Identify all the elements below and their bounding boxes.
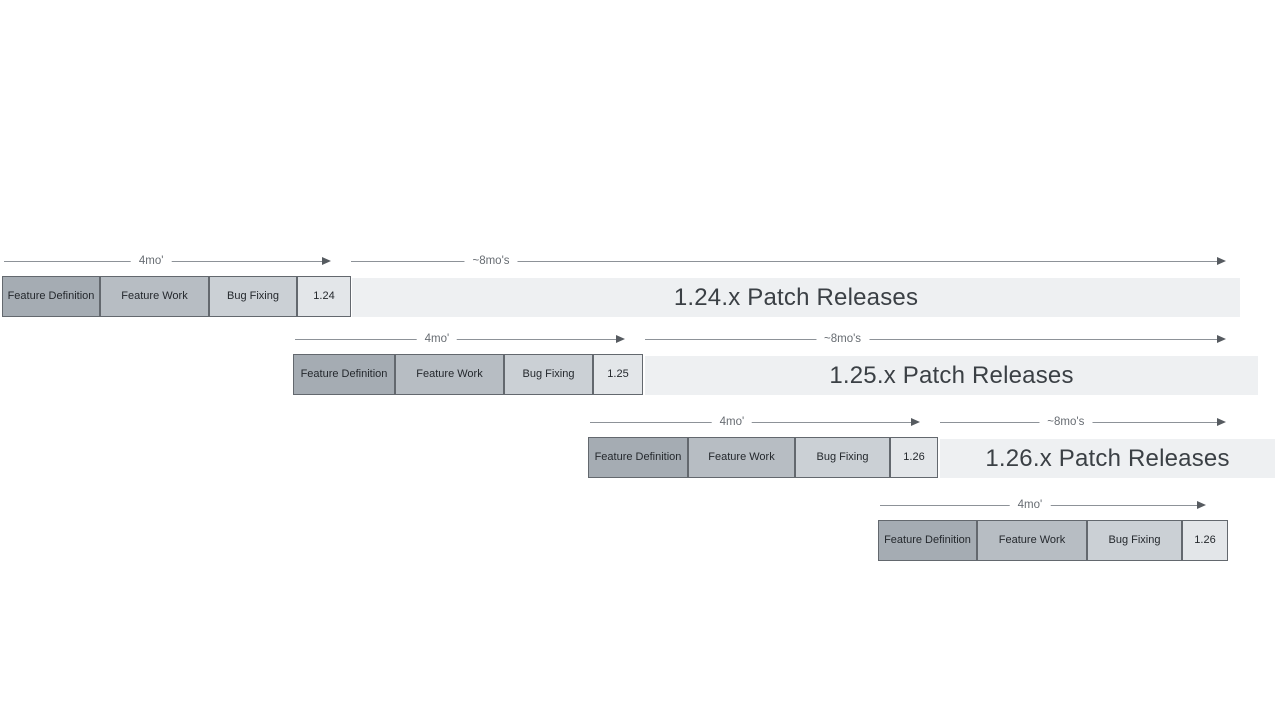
phase-box-feature-definition: Feature Definition bbox=[293, 354, 395, 395]
arrowhead-icon bbox=[911, 418, 920, 426]
patch-releases-label: 1.26.x Patch Releases bbox=[985, 444, 1230, 472]
dev-duration-arrow: 4mo' bbox=[295, 333, 625, 346]
phase-box-bug-fixing: Bug Fixing bbox=[209, 276, 297, 317]
phase-box-feature-work: Feature Work bbox=[977, 520, 1087, 561]
phase-box-feature-definition: Feature Definition bbox=[878, 520, 977, 561]
phase-box-feature-work: Feature Work bbox=[100, 276, 209, 317]
arrow-line bbox=[645, 339, 1221, 340]
phase-label: Feature Work bbox=[998, 533, 1066, 546]
arrowhead-icon bbox=[616, 335, 625, 343]
phase-box-feature-definition: Feature Definition bbox=[588, 437, 688, 478]
version-label: 1.25 bbox=[607, 367, 629, 380]
phase-label: Feature Definition bbox=[300, 367, 388, 380]
arrow-line bbox=[590, 422, 915, 423]
phase-label: Bug Fixing bbox=[1108, 533, 1161, 546]
dev-duration-arrow: 4mo' bbox=[590, 416, 920, 429]
dev-duration-label: 4mo' bbox=[1009, 499, 1051, 511]
patch-releases-bar: 1.25.x Patch Releases bbox=[645, 356, 1258, 395]
version-box: 1.25 bbox=[593, 354, 643, 395]
dev-duration-arrow: 4mo' bbox=[880, 499, 1206, 512]
arrowhead-icon bbox=[1197, 501, 1206, 509]
phase-box-bug-fixing: Bug Fixing bbox=[504, 354, 593, 395]
arrowhead-icon bbox=[1217, 418, 1226, 426]
phase-label: Feature Definition bbox=[884, 533, 971, 546]
patch-releases-bar: 1.24.x Patch Releases bbox=[352, 278, 1240, 317]
version-box: 1.26 bbox=[890, 437, 938, 478]
phase-box-feature-work: Feature Work bbox=[395, 354, 504, 395]
phase-label: Feature Work bbox=[121, 289, 188, 302]
version-box: 1.24 bbox=[297, 276, 351, 317]
dev-duration-arrow: 4mo' bbox=[4, 255, 331, 268]
patch-duration-label: ~8mo's bbox=[1039, 416, 1093, 428]
arrowhead-icon bbox=[1217, 335, 1226, 343]
version-label: 1.26 bbox=[1194, 533, 1216, 546]
phase-label: Feature Definition bbox=[7, 289, 95, 302]
dev-duration-label: 4mo' bbox=[416, 333, 458, 345]
version-label: 1.24 bbox=[313, 289, 335, 302]
arrow-line bbox=[351, 261, 1221, 262]
arrow-line bbox=[295, 339, 620, 340]
arrowhead-icon bbox=[322, 257, 331, 265]
patch-releases-bar: 1.26.x Patch Releases bbox=[940, 439, 1275, 478]
phase-label: Bug Fixing bbox=[816, 450, 869, 463]
version-label: 1.26 bbox=[903, 450, 925, 463]
dev-duration-label: 4mo' bbox=[130, 255, 172, 267]
patch-duration-label: ~8mo's bbox=[464, 255, 518, 267]
patch-duration-arrow: ~8mo's bbox=[940, 416, 1226, 429]
dev-duration-label: 4mo' bbox=[711, 416, 753, 428]
patch-releases-label: 1.24.x Patch Releases bbox=[673, 283, 919, 311]
phase-label: Bug Fixing bbox=[227, 289, 279, 302]
phase-label: Feature Work bbox=[708, 450, 775, 463]
phase-box-feature-definition: Feature Definition bbox=[2, 276, 100, 317]
phase-box-feature-work: Feature Work bbox=[688, 437, 795, 478]
phase-label: Feature Work bbox=[416, 367, 483, 380]
patch-duration-label: ~8mo's bbox=[816, 333, 870, 345]
version-box: 1.26 bbox=[1182, 520, 1228, 561]
patch-releases-label: 1.25.x Patch Releases bbox=[829, 361, 1074, 389]
phase-box-bug-fixing: Bug Fixing bbox=[1087, 520, 1182, 561]
phase-box-bug-fixing: Bug Fixing bbox=[795, 437, 890, 478]
arrowhead-icon bbox=[1217, 257, 1226, 265]
patch-duration-arrow: ~8mo's bbox=[645, 333, 1226, 346]
phase-label: Feature Definition bbox=[594, 450, 682, 463]
phase-label: Bug Fixing bbox=[522, 367, 575, 380]
patch-duration-arrow: ~8mo's bbox=[351, 255, 1226, 268]
